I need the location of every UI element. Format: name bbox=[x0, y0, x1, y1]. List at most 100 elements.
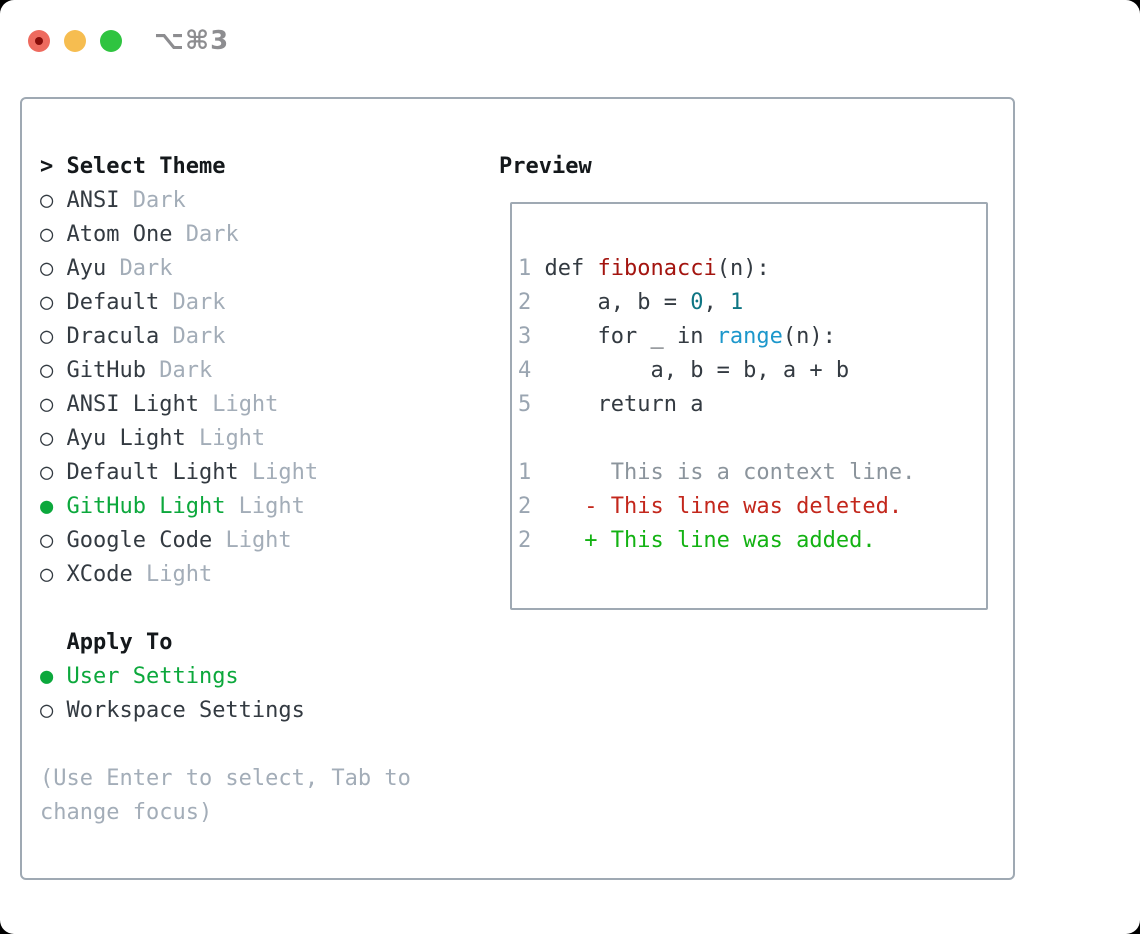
theme-variant-tag: Light bbox=[185, 426, 266, 451]
theme-option-0[interactable]: ○ ANSI Dark bbox=[40, 184, 411, 218]
close-button-icon[interactable] bbox=[28, 30, 50, 52]
theme-variant-tag: Light bbox=[225, 494, 305, 519]
line-number: 1 bbox=[518, 256, 532, 281]
theme-variant-tag: Dark bbox=[119, 188, 186, 213]
theme-option-label: Atom One bbox=[53, 222, 173, 247]
code-token: for _ in bbox=[531, 324, 717, 349]
select-theme-header: > Select Theme bbox=[40, 150, 411, 184]
theme-variant-tag: Light bbox=[238, 460, 319, 485]
code-line-7: 2 - This line was deleted. bbox=[518, 490, 980, 524]
theme-option-label: Ayu Light bbox=[53, 426, 186, 451]
spacer bbox=[40, 592, 411, 626]
code-line-5 bbox=[518, 422, 980, 456]
code-token: 1 bbox=[729, 290, 744, 315]
radio-unselected-icon: ○ bbox=[40, 222, 54, 247]
code-token: 0 bbox=[690, 290, 704, 315]
prompt-icon: > bbox=[40, 154, 54, 179]
apply-to-header: Apply To bbox=[40, 626, 411, 660]
radio-unselected-icon: ○ bbox=[40, 358, 54, 383]
line-number: 3 bbox=[518, 324, 532, 349]
radio-unselected-icon: ○ bbox=[40, 188, 54, 213]
line-number: 2 bbox=[518, 528, 532, 553]
code-token: range bbox=[716, 324, 783, 349]
apply-to-title: Apply To bbox=[66, 630, 173, 655]
theme-variant-tag: Dark bbox=[106, 256, 173, 281]
apply-to-option-label: Workspace Settings bbox=[53, 698, 305, 723]
theme-variant-tag: Dark bbox=[159, 290, 226, 315]
theme-option-label: Ayu bbox=[53, 256, 107, 281]
code-token: return a bbox=[531, 392, 704, 417]
theme-option-2[interactable]: ○ Ayu Dark bbox=[40, 252, 411, 286]
theme-option-8[interactable]: ○ Default Light Light bbox=[40, 456, 411, 490]
code-line-1: 2 a, b = 0, 1 bbox=[518, 286, 980, 320]
code-line-2: 3 for _ in range(n): bbox=[518, 320, 980, 354]
theme-option-7[interactable]: ○ Ayu Light Light bbox=[40, 422, 411, 456]
line-number: 4 bbox=[518, 358, 532, 383]
hint-text-line-1: (Use Enter to select, Tab to bbox=[40, 766, 411, 791]
theme-option-label: Dracula bbox=[53, 324, 160, 349]
radio-selected-icon: ● bbox=[40, 664, 54, 689]
radio-unselected-icon: ○ bbox=[40, 324, 54, 349]
code-line-3: 4 a, b = b, a + b bbox=[518, 354, 980, 388]
theme-option-label: GitHub bbox=[53, 358, 146, 383]
theme-picker-dialog: > Select Theme ○ ANSI Dark○ Atom One Dar… bbox=[20, 97, 1015, 880]
select-theme-title: Select Theme bbox=[66, 154, 226, 179]
theme-option-label: ANSI Light bbox=[53, 392, 199, 417]
radio-unselected-icon: ○ bbox=[40, 460, 54, 485]
radio-selected-icon: ● bbox=[40, 494, 54, 519]
apply-to-option-0[interactable]: ● User Settings bbox=[40, 660, 411, 694]
code-token: This is a context line. bbox=[531, 460, 916, 485]
radio-unselected-icon: ○ bbox=[40, 528, 54, 553]
theme-option-label: ANSI bbox=[53, 188, 120, 213]
theme-option-3[interactable]: ○ Default Dark bbox=[40, 286, 411, 320]
theme-list: ○ ANSI Dark○ Atom One Dark○ Ayu Dark○ De… bbox=[40, 184, 411, 592]
theme-variant-tag: Dark bbox=[172, 222, 239, 247]
theme-option-label: Default bbox=[53, 290, 160, 315]
theme-option-5[interactable]: ○ GitHub Dark bbox=[40, 354, 411, 388]
theme-variant-tag: Dark bbox=[159, 324, 226, 349]
radio-unselected-icon: ○ bbox=[40, 426, 54, 451]
line-number: 1 bbox=[518, 460, 532, 485]
code-token: fibonacci bbox=[597, 256, 717, 281]
apply-to-list: ● User Settings○ Workspace Settings bbox=[40, 660, 411, 728]
theme-option-9[interactable]: ● GitHub Light Light bbox=[40, 490, 411, 524]
radio-unselected-icon: ○ bbox=[40, 290, 54, 315]
theme-variant-tag: Light bbox=[132, 562, 213, 587]
code-token: + This line was added. bbox=[531, 528, 876, 553]
code-token: (n): bbox=[716, 256, 770, 281]
code-token: , bbox=[703, 290, 730, 315]
code-token: def bbox=[531, 256, 598, 281]
radio-unselected-icon: ○ bbox=[40, 698, 54, 723]
apply-to-option-1[interactable]: ○ Workspace Settings bbox=[40, 694, 411, 728]
theme-variant-tag: Dark bbox=[145, 358, 213, 383]
code-token: (n): bbox=[782, 324, 836, 349]
radio-unselected-icon: ○ bbox=[40, 256, 54, 281]
code-line-8: 2 + This line was added. bbox=[518, 524, 980, 558]
radio-unselected-icon: ○ bbox=[40, 562, 54, 587]
line-number: 2 bbox=[518, 494, 532, 519]
theme-option-1[interactable]: ○ Atom One Dark bbox=[40, 218, 411, 252]
theme-option-label: Default Light bbox=[53, 460, 239, 485]
code-token: a, b = b, a + b bbox=[531, 358, 850, 383]
line-number: 5 bbox=[518, 392, 532, 417]
theme-picker-column: > Select Theme ○ ANSI Dark○ Atom One Dar… bbox=[40, 150, 411, 830]
code-token: - This line was deleted. bbox=[531, 494, 903, 519]
titlebar: ⌥⌘3 bbox=[28, 26, 229, 56]
line-number: 2 bbox=[518, 290, 532, 315]
theme-option-11[interactable]: ○ XCode Light bbox=[40, 558, 411, 592]
theme-option-label: GitHub Light bbox=[53, 494, 226, 519]
zoom-button-icon[interactable] bbox=[100, 30, 122, 52]
theme-option-10[interactable]: ○ Google Code Light bbox=[40, 524, 411, 558]
theme-option-label: XCode bbox=[53, 562, 133, 587]
code-line-4: 5 return a bbox=[518, 388, 980, 422]
preview-title: Preview bbox=[499, 154, 592, 179]
theme-option-6[interactable]: ○ ANSI Light Light bbox=[40, 388, 411, 422]
theme-option-4[interactable]: ○ Dracula Dark bbox=[40, 320, 411, 354]
theme-variant-tag: Light bbox=[212, 528, 292, 553]
theme-option-label: Google Code bbox=[53, 528, 213, 553]
spacer bbox=[40, 728, 411, 762]
minimize-button-icon[interactable] bbox=[64, 30, 86, 52]
